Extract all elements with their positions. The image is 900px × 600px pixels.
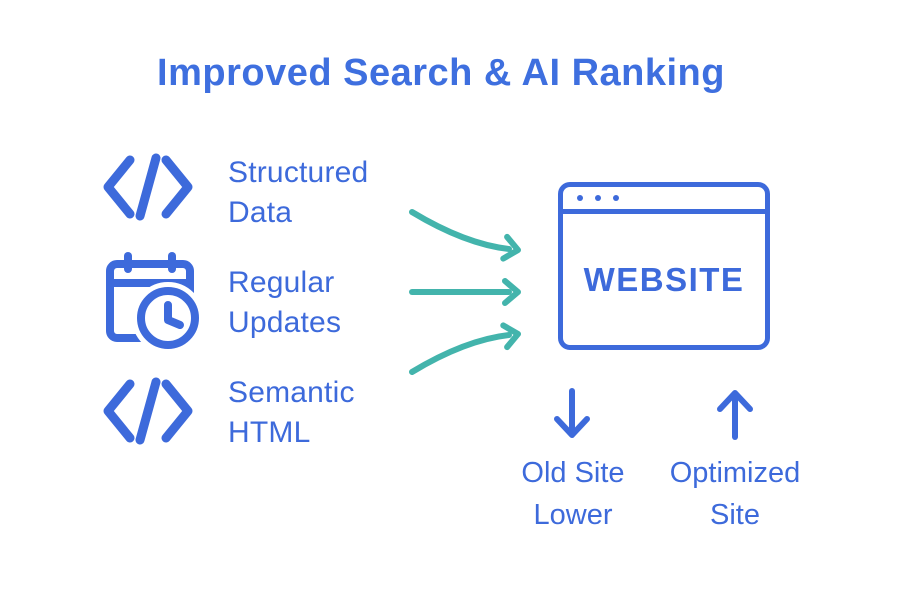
outcome-line: Old Site [521, 457, 625, 489]
window-dot-icon [595, 195, 601, 201]
feature-line: Data [228, 196, 293, 229]
feature-label-structured-data: Structured Data [228, 153, 368, 233]
outcome-label-optimized-site: Optimized Site [646, 452, 824, 536]
flow-arrows-icon [405, 200, 530, 385]
arrow-up-icon [713, 386, 757, 442]
calendar-clock-icon [104, 252, 202, 352]
website-label: WEBSITE [583, 260, 745, 298]
code-icon [100, 152, 196, 222]
outcome-line: Site [710, 499, 760, 531]
feature-line: Semantic [228, 376, 355, 409]
window-dot-icon [613, 195, 619, 201]
browser-body: WEBSITE [563, 214, 765, 345]
page-title: Improved Search & AI Ranking [157, 52, 725, 94]
feature-line: Regular [228, 266, 335, 299]
outcome-line: Optimized [669, 457, 801, 489]
browser-titlebar [563, 187, 765, 214]
feature-line: HTML [228, 416, 311, 449]
feature-label-regular-updates: Regular Updates [228, 263, 341, 343]
arrow-down-icon [550, 386, 594, 442]
feature-label-semantic-html: Semantic HTML [228, 373, 355, 453]
website-window: WEBSITE [558, 182, 770, 350]
feature-line: Updates [228, 306, 342, 339]
window-dot-icon [577, 195, 583, 201]
code-icon [100, 376, 196, 446]
outcome-label-old-site: Old Site Lower [490, 452, 656, 536]
outcome-line: Lower [533, 499, 613, 531]
feature-line: Structured [228, 156, 369, 189]
